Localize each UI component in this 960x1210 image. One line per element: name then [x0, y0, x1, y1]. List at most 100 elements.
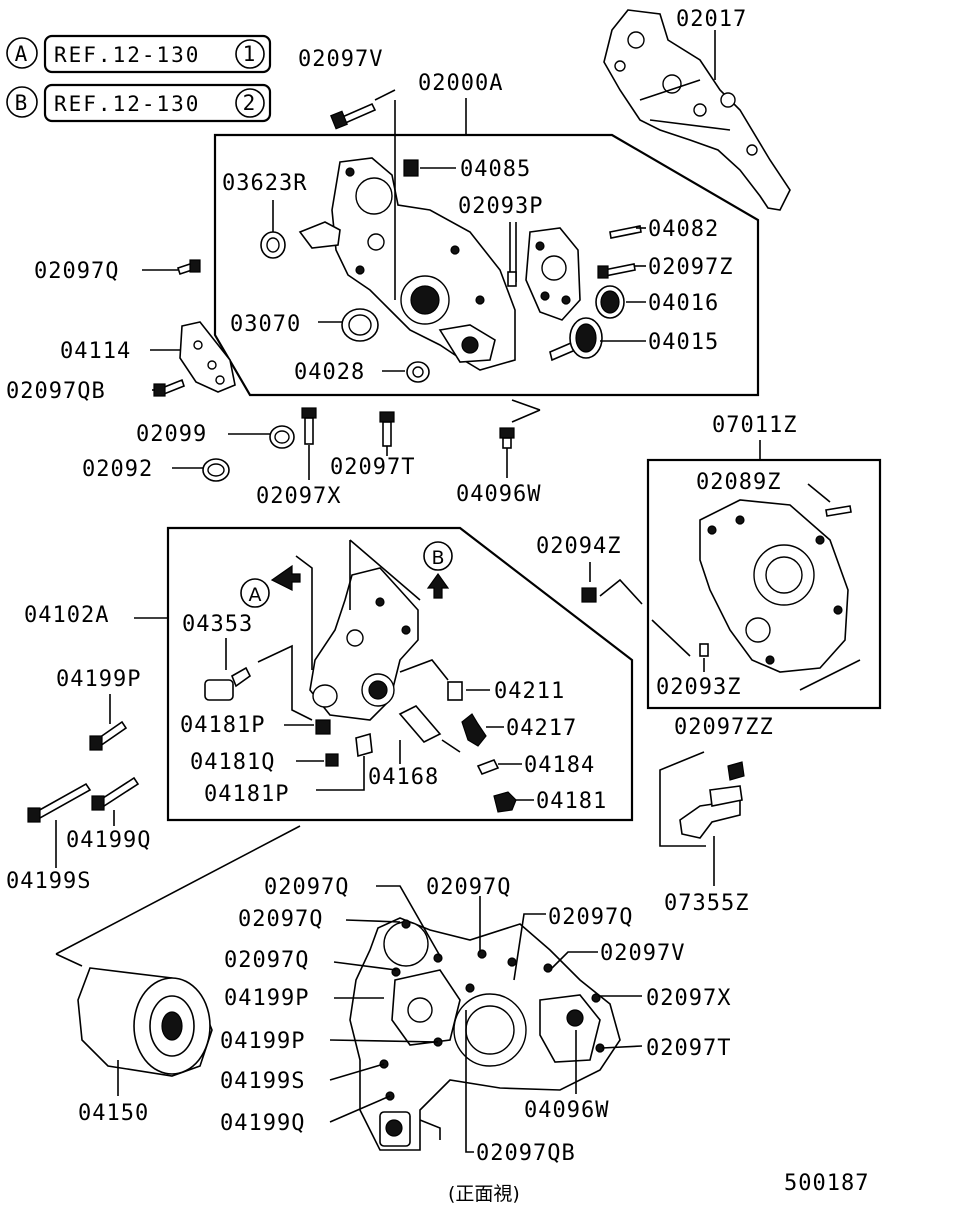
label-04217: 04217 [506, 716, 577, 741]
label-04096w-b: 04096W [524, 1098, 609, 1123]
label-02097v-top: 02097V [298, 47, 383, 72]
ref-b-letter: B [15, 91, 30, 115]
plug-04181p-b [355, 732, 373, 758]
plug-04085 [403, 159, 419, 177]
bolt-02097zz [727, 761, 745, 781]
screw-04082 [609, 225, 642, 239]
label-04085: 04085 [460, 157, 531, 182]
plug-04181q [325, 753, 339, 767]
bolt-04199p-left [89, 720, 128, 751]
label-07011z: 07011Z [712, 413, 797, 438]
label-02093z: 02093Z [656, 675, 741, 700]
label-04199p-b2: 04199P [220, 1029, 305, 1054]
gear-04015 [549, 317, 603, 362]
label-04181p-a: 04181P [180, 713, 265, 738]
bolt-02097t-mid [379, 411, 395, 447]
group-07011z-frame [646, 458, 882, 710]
label-02097v-b: 02097V [600, 941, 685, 966]
label-04181p-b: 04181P [204, 782, 289, 807]
nut-04181 [493, 791, 517, 813]
label-03623r: 03623R [222, 171, 307, 196]
group-02000a-frame [213, 133, 760, 397]
label-02097qb-left: 02097QB [6, 379, 106, 404]
pin-02093p [507, 271, 517, 287]
spring-04217 [461, 713, 487, 747]
marker-b: B [431, 547, 444, 569]
ref-a-num: 1 [243, 42, 258, 66]
front-case-02000a [298, 157, 516, 371]
plate-04114 [179, 321, 236, 393]
label-02097q-b4: 02097Q [548, 905, 633, 930]
bolt-04096w-mid [499, 427, 515, 449]
label-04199p-b1: 04199P [224, 986, 309, 1011]
label-04028: 04028 [294, 360, 365, 385]
pin-02093z [699, 643, 709, 657]
label-02094z: 02094Z [536, 534, 621, 559]
label-03070: 03070 [230, 312, 301, 337]
label-04199s-b: 04199S [220, 1069, 305, 1094]
label-04096w-mid: 04096W [456, 482, 541, 507]
label-02097t-b: 02097T [646, 1036, 731, 1061]
cover-07011z [699, 499, 849, 673]
marker-a: A [249, 584, 262, 606]
label-02097q-b5: 02097Q [224, 948, 309, 973]
ref-b-text: REF.12-130 [54, 92, 200, 116]
ref-a-text: REF.12-130 [54, 43, 200, 67]
bolt-04199q-left [91, 776, 140, 811]
label-02000a: 02000A [418, 71, 503, 96]
label-04181: 04181 [536, 789, 607, 814]
label-04353: 04353 [182, 612, 253, 637]
clip-04184 [476, 758, 500, 776]
plug-04181p-a [315, 719, 331, 735]
label-02092: 02092 [82, 457, 153, 482]
label-04199q-b: 04199Q [220, 1111, 305, 1136]
label-02097q-b3: 02097Q [238, 907, 323, 932]
label-04015: 04015 [648, 330, 719, 355]
gear-04016 [595, 285, 625, 319]
label-04114: 04114 [60, 339, 131, 364]
view-note: (正面視) [448, 1183, 520, 1205]
label-04082: 04082 [648, 217, 719, 242]
oil-filter-04150 [77, 967, 213, 1077]
label-04184: 04184 [524, 753, 595, 778]
plunger-04168 [398, 705, 442, 743]
label-04181q: 04181Q [190, 750, 275, 775]
bolt-02097v-top [330, 102, 377, 130]
ref-b-num: 2 [243, 91, 258, 115]
marker-a-circle [240, 578, 270, 608]
label-02097x-b: 02097X [646, 986, 731, 1011]
plug-04211 [447, 681, 463, 701]
label-04199s-left: 04199S [6, 869, 91, 894]
arrow-b-icon [426, 572, 450, 599]
label-07355z: 07355Z [664, 891, 749, 916]
ref-a: A REF.12-130 1 [6, 34, 272, 74]
bracket-07355z [679, 785, 743, 839]
stud-02089z [825, 505, 852, 517]
label-04016: 04016 [648, 291, 719, 316]
bolt-02097x-mid [301, 407, 317, 445]
filter-housing-04102a [309, 567, 419, 721]
assembled-case [349, 917, 621, 1151]
diagram-number: 500187 [784, 1171, 869, 1196]
label-04199q-left: 04199Q [66, 828, 151, 853]
label-04150: 04150 [78, 1101, 149, 1126]
label-02097q-b1: 02097Q [264, 875, 349, 900]
group-04102a-frame [166, 526, 634, 822]
label-02089z: 02089Z [696, 470, 781, 495]
label-02093p: 02093P [458, 194, 543, 219]
marker-b-circle [423, 541, 453, 571]
gasket-02017 [603, 9, 791, 211]
pump-plate [525, 227, 581, 321]
label-02097z: 02097Z [648, 255, 733, 280]
label-02097t-mid: 02097T [330, 455, 415, 480]
nut-02094z [581, 587, 597, 603]
bolt-02097z [603, 263, 636, 277]
label-02099: 02099 [136, 422, 207, 447]
label-02097q-b2: 02097Q [426, 875, 511, 900]
ref-a-letter: A [15, 42, 30, 66]
label-02097x-mid: 02097X [256, 484, 341, 509]
label-04168: 04168 [368, 765, 439, 790]
label-02097qb-b: 02097QB [476, 1141, 576, 1166]
label-04199p-left: 04199P [56, 667, 141, 692]
